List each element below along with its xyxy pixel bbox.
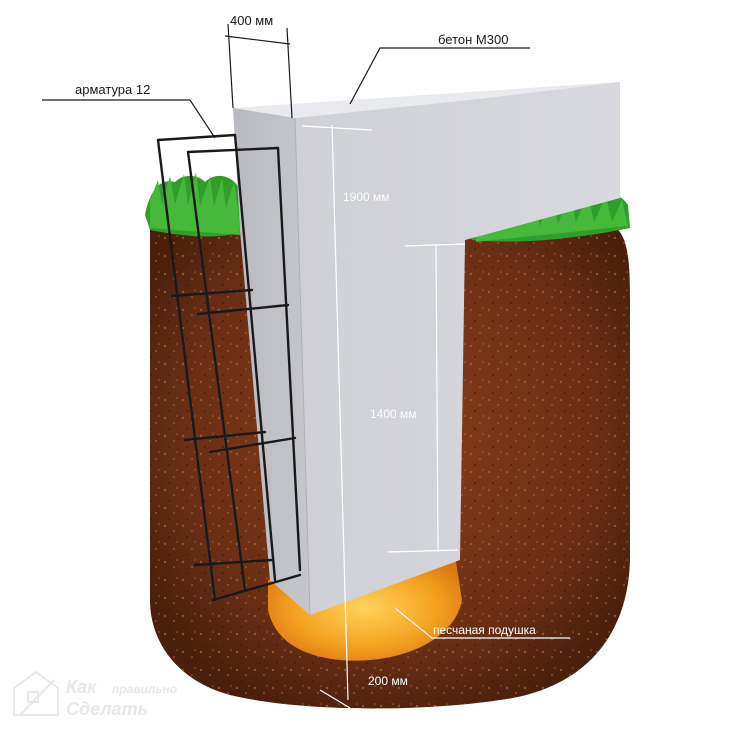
- total-height-label: 1900 мм: [343, 190, 390, 204]
- watermark-line2: правильно: [112, 682, 177, 696]
- depth-label: 1400 мм: [370, 407, 417, 421]
- house-logo-icon: [13, 670, 59, 716]
- dimension-lines-white: [301, 124, 570, 709]
- sand-cushion-label: песчаная подушка: [433, 623, 536, 637]
- concrete-label: бетон М300: [438, 32, 508, 47]
- watermark-line3: Сделать: [66, 699, 148, 719]
- rebar-label: арматура 12: [75, 82, 150, 97]
- grass-left: [145, 172, 242, 237]
- dimension-lines: [42, 23, 530, 139]
- width-label: 400 мм: [230, 13, 273, 28]
- rebar-cage: [156, 133, 302, 602]
- watermark-line1: Как: [66, 677, 97, 697]
- cushion-height-label: 200 мм: [368, 674, 408, 688]
- concrete-pillar: [233, 82, 620, 616]
- watermark: Как правильно Сделать: [13, 670, 177, 719]
